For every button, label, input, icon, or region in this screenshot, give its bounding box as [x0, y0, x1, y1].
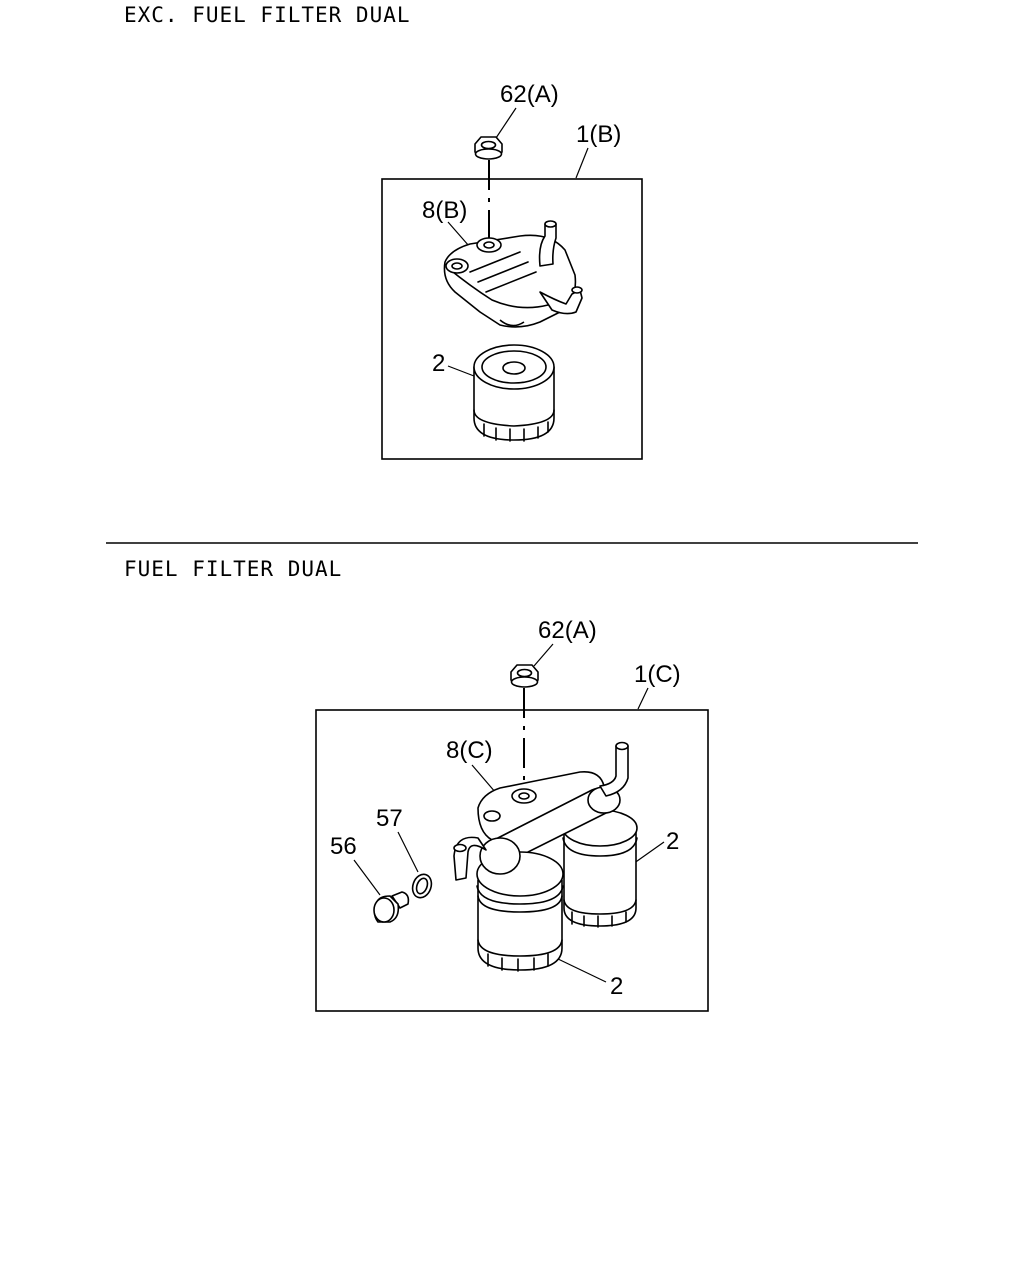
- section-title-fuel-filter-dual: FUEL FILTER DUAL: [124, 557, 342, 581]
- callout-1c: 1(C): [634, 661, 681, 688]
- section-title-exc-fuel-filter-dual: EXC. FUEL FILTER DUAL: [124, 3, 411, 27]
- callout-8b: 8(B): [422, 197, 467, 224]
- filter-head-part-8c: [477, 741, 629, 863]
- callout-2-right: 2: [666, 828, 679, 855]
- assembly-frame-1b: [381, 178, 643, 460]
- callout-62a-bottom: 62(A): [538, 617, 597, 644]
- callout-57: 57: [376, 805, 403, 832]
- filter-cartridge-part-2-right: [562, 809, 638, 928]
- flange-nut-part-62a-dual: [510, 664, 539, 688]
- callout-62a-top: 62(A): [500, 81, 559, 108]
- flange-nut-part-62a: [474, 136, 503, 160]
- leader-lines-section-2: [353, 643, 665, 983]
- inlet-elbow-pipe: [453, 836, 521, 881]
- leader-lines-section-1: [447, 107, 589, 377]
- o-ring-part-57: [411, 873, 433, 899]
- callout-1b: 1(B): [576, 121, 621, 148]
- callout-8c: 8(C): [446, 737, 493, 764]
- assembly-frame-1c: [315, 709, 709, 1012]
- callout-2-top: 2: [432, 350, 445, 377]
- drain-plug-part-56: [373, 891, 410, 923]
- filter-cartridge-part-2-top: [473, 344, 555, 442]
- callout-2-lower: 2: [610, 973, 623, 1000]
- filter-head-part-8b: [443, 220, 583, 328]
- callout-56: 56: [330, 833, 357, 860]
